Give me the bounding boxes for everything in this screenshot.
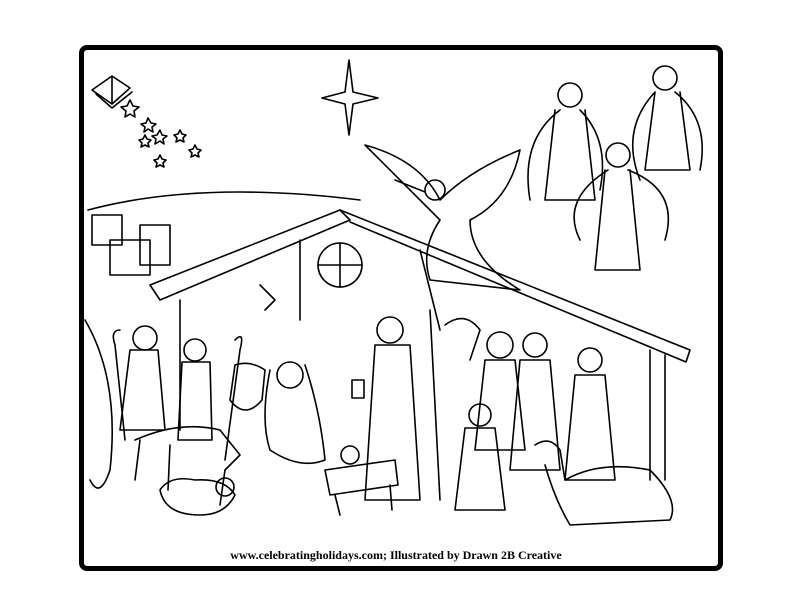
star-of-bethlehem	[321, 59, 379, 136]
choir-angels	[527, 65, 703, 271]
angel-with-trumpet	[364, 144, 521, 291]
manger-with-baby	[324, 445, 399, 516]
mary	[264, 361, 326, 465]
camels	[444, 317, 674, 526]
sheep	[159, 477, 236, 516]
town-hills	[84, 191, 361, 489]
wise-men	[454, 331, 616, 511]
ox-and-donkey	[134, 362, 266, 506]
stars-trail	[120, 99, 202, 168]
shepherds	[112, 325, 243, 461]
credit-line: www.celebratingholidays.com; Illustrated…	[230, 548, 562, 562]
page-border	[79, 45, 723, 571]
book-icon	[91, 75, 133, 109]
stable	[149, 209, 691, 481]
joseph	[351, 309, 441, 501]
